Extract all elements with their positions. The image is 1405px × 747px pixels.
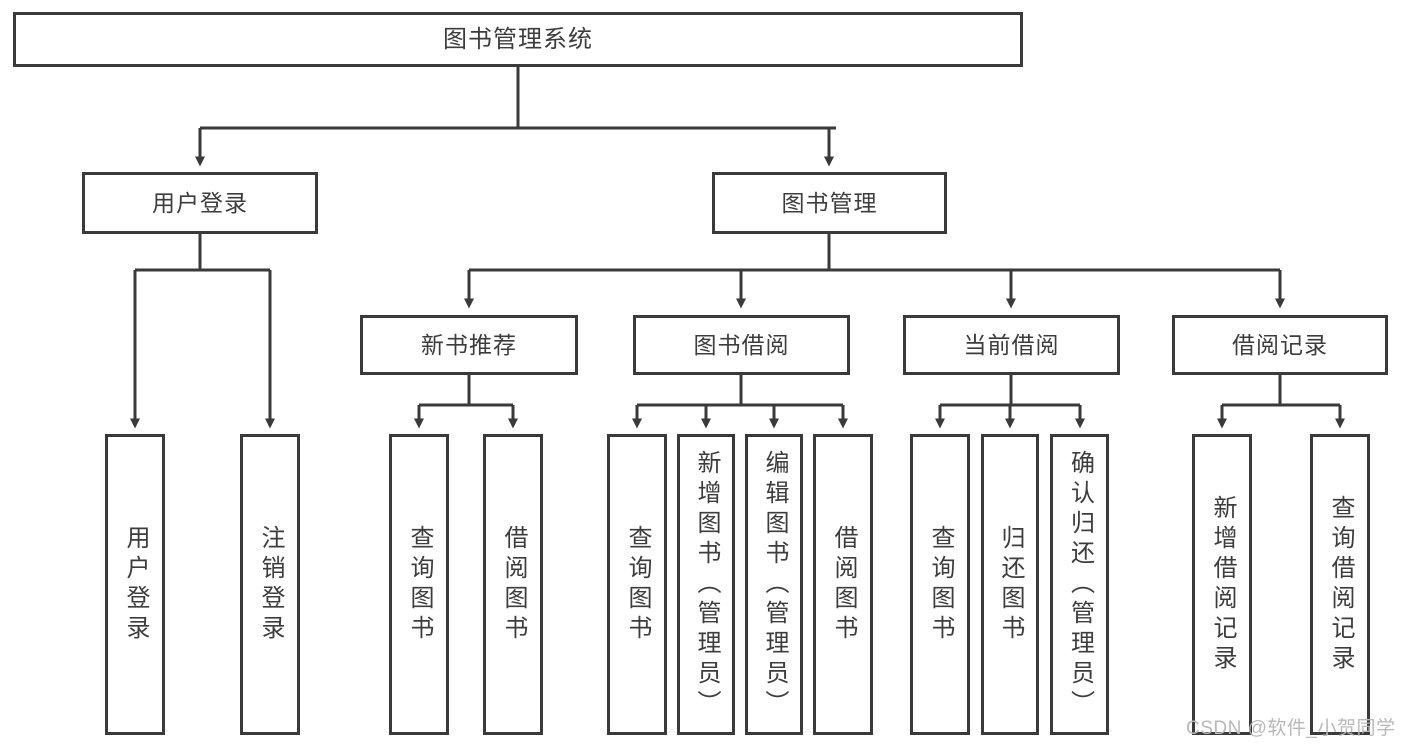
node-label: 确认归还（管理员） xyxy=(1066,449,1094,720)
node-new-book-recommend[interactable]: 新书推荐 xyxy=(360,315,578,375)
node-label: 图书管理系统 xyxy=(443,25,593,53)
leaf-query-book-borrow[interactable]: 查询图书 xyxy=(607,434,667,735)
leaf-add-book-admin[interactable]: 新增图书（管理员） xyxy=(677,434,735,735)
leaf-add-borrow-record[interactable]: 新增借阅记录 xyxy=(1192,434,1252,735)
leaf-query-book-current[interactable]: 查询图书 xyxy=(910,434,970,735)
leaf-return-book[interactable]: 归还图书 xyxy=(981,434,1039,735)
node-book-borrow[interactable]: 图书借阅 xyxy=(633,315,850,375)
node-label: 借阅图书 xyxy=(830,524,857,645)
node-book-management-system[interactable]: 图书管理系统 xyxy=(13,12,1023,67)
node-user-login[interactable]: 用户登录 xyxy=(82,172,318,234)
leaf-query-book-new-recommend[interactable]: 查询图书 xyxy=(389,434,449,735)
node-label: 归还图书 xyxy=(997,524,1024,645)
node-label: 新增图书（管理员） xyxy=(693,449,720,720)
node-label: 新书推荐 xyxy=(421,331,517,358)
node-label: 借阅图书 xyxy=(500,524,527,645)
leaf-confirm-return-admin[interactable]: 确认归还（管理员） xyxy=(1050,434,1109,735)
csdn-watermark: CSDN @软件_小贺同学 xyxy=(1186,718,1396,739)
node-label: 查询图书 xyxy=(406,524,433,645)
leaf-logout-login[interactable]: 注销登录 xyxy=(240,434,300,735)
node-label: 编辑图书（管理员） xyxy=(761,449,788,720)
node-borrow-record[interactable]: 借阅记录 xyxy=(1172,315,1388,375)
leaf-borrow-book-new-recommend[interactable]: 借阅图书 xyxy=(483,434,543,735)
node-label: 图书借阅 xyxy=(693,331,790,358)
leaf-query-borrow-record[interactable]: 查询借阅记录 xyxy=(1310,434,1370,735)
leaf-user-login[interactable]: 用户登录 xyxy=(105,434,165,735)
node-label: 查询图书 xyxy=(927,524,954,645)
node-label: 查询借阅记录 xyxy=(1327,494,1354,675)
node-label: 新增借阅记录 xyxy=(1209,494,1236,675)
node-label: 注销登录 xyxy=(257,524,284,645)
leaf-borrow-book-borrow[interactable]: 借阅图书 xyxy=(813,434,873,735)
node-label: 查询图书 xyxy=(624,524,651,645)
leaf-edit-book-admin[interactable]: 编辑图书（管理员） xyxy=(745,434,803,735)
node-book-management[interactable]: 图书管理 xyxy=(712,172,947,234)
node-label: 用户登录 xyxy=(122,524,149,645)
node-label: 借阅记录 xyxy=(1232,331,1328,358)
node-label: 用户登录 xyxy=(152,189,248,216)
node-current-borrow[interactable]: 当前借阅 xyxy=(903,315,1120,375)
node-label: 当前借阅 xyxy=(963,331,1060,358)
node-label: 图书管理 xyxy=(781,189,878,216)
